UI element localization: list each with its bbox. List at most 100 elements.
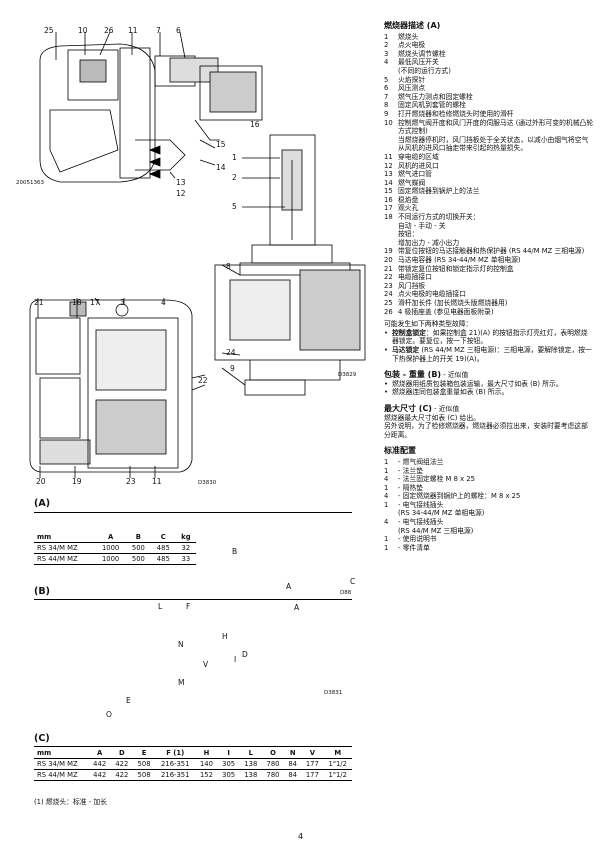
standard-item: 4- 电气接线插头 xyxy=(384,518,594,527)
callout-2: 2 xyxy=(232,173,237,182)
dim-label-m: M xyxy=(178,678,185,687)
item-number: 3 xyxy=(384,49,389,58)
table-packing-dimensions: mm A B C kg RS 34/M MZ 1000 500 485 32 R… xyxy=(34,532,196,565)
item-number: 6 xyxy=(384,84,389,93)
table-cell: RS 44/M MZ xyxy=(37,555,78,563)
item-text: 4 极插座盖 (参见电器面板附录) xyxy=(398,307,494,316)
table-cell: 305 xyxy=(222,771,236,779)
description-item: 当燃烧器停机时，风门挡板处于全关状态，以减小由烟气将空气从风机的进风口抽走带来引… xyxy=(384,136,594,153)
technical-drawings xyxy=(29,31,366,478)
item-text: (RS 34-44/M MZ 单相电源) xyxy=(398,509,485,518)
fault-1-text: ：如果控制盒 21)(A) 的按钮指示灯亮红灯，表明燃烧器锁定。要复位，按一下按… xyxy=(392,328,588,346)
table-c-header: E xyxy=(141,749,147,757)
standard-item: (RS 44/M MZ 三相电源) xyxy=(384,527,594,536)
callout-18: 18 xyxy=(72,298,82,307)
callout-11b: 11 xyxy=(152,477,162,486)
section-label-b: (B) xyxy=(34,586,50,597)
item-number xyxy=(384,527,398,536)
table-c-header: V xyxy=(309,749,315,757)
callout-25: 25 xyxy=(44,26,54,35)
table-cell: 485 xyxy=(156,555,170,563)
item-text: 穿电缆的区域 xyxy=(398,152,439,161)
table-max-dimensions: mm A D E F (1) H I L O N V M RS 34/M MZ … xyxy=(34,748,352,781)
table-cell: 1"1/2 xyxy=(328,760,347,768)
item-text: 点火电极的电缆插接口 xyxy=(398,290,466,299)
item-number: 4 xyxy=(384,58,389,67)
table-cell: 442 xyxy=(93,760,107,768)
packing-title: 包装 - 重量 (B) xyxy=(384,370,442,380)
item-number: 7 xyxy=(384,92,389,101)
dimensions-section: 最大尺寸 (C) - 近似值 燃烧器最大尺寸如表 (C) 给出。 另外说明，为了… xyxy=(384,403,594,439)
item-text: 滑杆加长件 (加长燃烧头版燃烧器用) xyxy=(398,299,508,307)
table-cell: 216-351 xyxy=(161,760,190,768)
description-title: 燃烧器描述 (A) xyxy=(384,21,441,30)
item-number xyxy=(384,222,398,231)
item-number: 19 xyxy=(384,247,393,256)
dim-label-l: L xyxy=(158,602,163,611)
table-a-header: kg xyxy=(181,533,191,541)
callout-15: 15 xyxy=(216,140,226,149)
table-cell: RS 34/M MZ xyxy=(37,760,78,768)
item-number: 23 xyxy=(384,281,393,290)
page-number: 4 xyxy=(298,832,304,841)
standard-item: 1- 燃气阀组法兰 xyxy=(384,458,594,467)
description-item: 增加出力 - 减小出力 xyxy=(384,239,594,248)
item-number: 18 xyxy=(384,213,393,222)
item-number: 15 xyxy=(384,187,393,196)
dim-label-n: N xyxy=(178,640,184,649)
callout-23: 23 xyxy=(126,477,136,486)
item-number: 24 xyxy=(384,290,393,299)
standard-item: (RS 34-44/M MZ 单相电源) xyxy=(384,509,594,518)
table-cell: 177 xyxy=(305,760,319,768)
dimensions-title: 最大尺寸 (C) xyxy=(384,403,432,413)
fault-item: • 马达锁定 (RS 44/M MZ 三相电源)：三相电源，要解除锁定，按一下热… xyxy=(384,345,592,363)
item-text: 燃烧头 xyxy=(398,32,419,41)
item-text: 稳焰盘 xyxy=(398,195,419,204)
callout-24: 24 xyxy=(226,348,236,357)
callout-10: 10 xyxy=(78,26,88,35)
callout-16: 16 xyxy=(250,120,260,129)
dim-label-a: A xyxy=(294,603,300,612)
callout-9: 9 xyxy=(230,364,235,373)
table-row: RS 34/M MZ 1000 500 485 32 xyxy=(34,543,196,554)
standard-item: 1- 电气接线插头 xyxy=(384,501,594,510)
standard-title: 标准配置 xyxy=(384,446,416,456)
dimensions-line: 燃烧器最大尺寸如表 (C) 给出。 xyxy=(384,413,480,422)
item-number: 1 xyxy=(384,500,389,509)
item-number: 17 xyxy=(384,204,393,213)
item-number: 13 xyxy=(384,170,393,179)
item-number xyxy=(384,67,398,76)
table-c-header: M xyxy=(334,749,342,757)
callout-21: 21 xyxy=(34,298,44,307)
table-cell: 84 xyxy=(288,760,297,768)
packing-bullet: 燃烧器用纸质包装箱包装运输，最大尺寸如表 (B) 所示。 xyxy=(392,379,563,388)
table-cell: 500 xyxy=(131,544,145,552)
callout-3: 3 xyxy=(120,298,125,307)
table-c-header: O xyxy=(270,749,276,757)
section-label-c: (C) xyxy=(34,733,50,744)
packing-section: 包装 - 重量 (B) - 近似值 •燃烧器用纸质包装箱包装运输，最大尺寸如表 … xyxy=(384,370,594,397)
table-c-header: N xyxy=(289,749,296,757)
item-number: 21 xyxy=(384,264,393,273)
item-text: - 零件清单 xyxy=(398,543,430,552)
table-cell: 84 xyxy=(288,771,297,779)
faults-intro: 可能发生如下两种类型故障： xyxy=(384,320,473,329)
item-text: 电缆插接口 xyxy=(398,273,432,282)
item-text: - 电气接线插头 xyxy=(398,518,444,527)
fault-item: • 控制盒锁定：如果控制盒 21)(A) 的按钮指示灯亮红灯，表明燃烧器锁定。要… xyxy=(384,328,588,346)
standard-item: 1 - 零件清单 xyxy=(384,544,594,553)
table-cell: 1000 xyxy=(101,555,120,563)
table-cell: 780 xyxy=(266,760,280,768)
table-c-header: I xyxy=(227,749,230,757)
table-cell: 177 xyxy=(305,771,319,779)
item-text: 带锁定复位按钮和锁定指示灯的控制盒 xyxy=(398,264,514,273)
item-number: 1 xyxy=(384,543,389,552)
item-number xyxy=(384,136,398,153)
